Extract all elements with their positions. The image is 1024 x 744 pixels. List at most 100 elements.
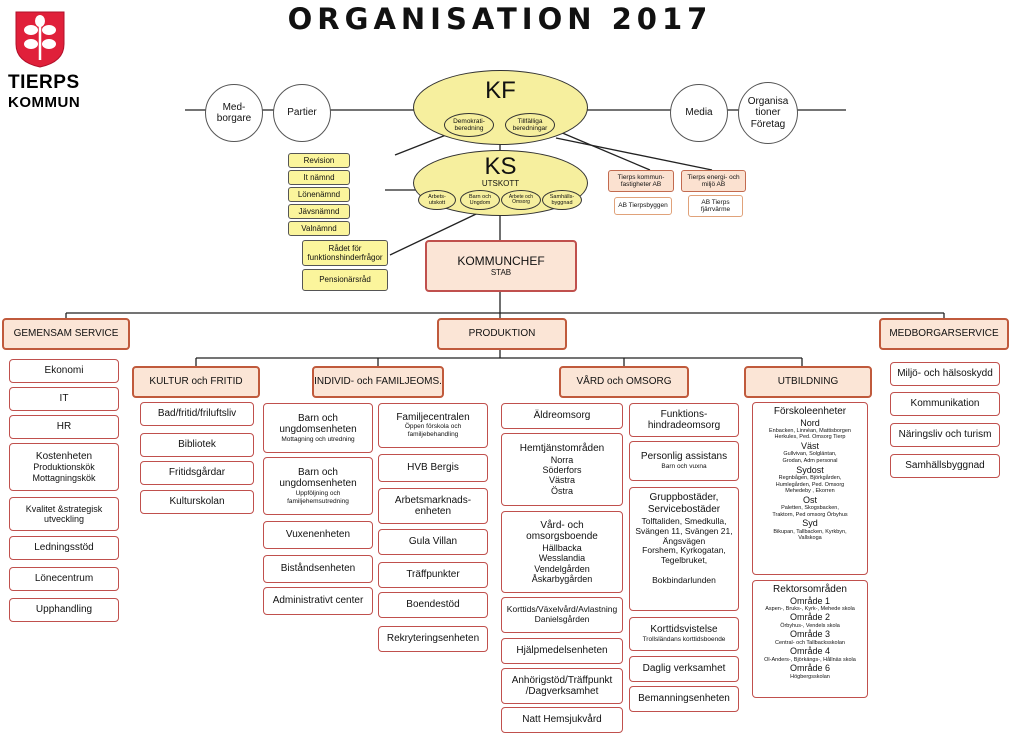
forskola-area-syd: Syd (802, 518, 818, 529)
vard-korttids: Korttids/Växelvård/Avlastning Danielsgår… (501, 597, 623, 633)
circle-media: Media (670, 84, 728, 142)
forskola-area-sydost: Sydost (796, 464, 824, 475)
individ-rekrytering: Rekryteringsenheten (378, 626, 488, 652)
kultur-bad: Bad/fritid/friluftsliv (140, 402, 254, 426)
vard-hemtjanst-sub: Norra Söderfors Västra Östra (542, 454, 582, 496)
gemensam-lonecentrum: Lönecentrum (9, 567, 119, 591)
rektor-title: Rektorsområden (773, 584, 847, 595)
individ-bistandsenheten: Biståndsenheten (263, 555, 373, 583)
forskola-title: Förskoleenheter (773, 406, 847, 417)
box-tierpsbyggen: AB Tierpsbyggen (614, 197, 672, 215)
vard-natt-hemsjukvard: Natt Hemsjukvård (501, 707, 623, 733)
gemensam-upphandling: Upphandling (9, 598, 119, 622)
circle-organisationer: Organisa tioner Företag (738, 82, 798, 144)
ks-barn: Barn och Ungdom (460, 190, 500, 210)
rektor-area-6-desc: Högbergsskolan (790, 673, 830, 680)
gemensam-kvalitet: Kvalitet &strategisk utveckling (9, 497, 119, 531)
vard-korttidsvistelse-title: Korttidsvistelse (650, 624, 718, 636)
individ-barn-uppfoljning: Barn och ungdomsenheten Uppföljning och … (263, 457, 373, 515)
individ-administrativt: Administrativt center (263, 587, 373, 615)
individ-hvb-bergis: HVB Bergis (378, 454, 488, 482)
gemensam-hr: HR (9, 415, 119, 439)
cat-kultur-fritid: KULTUR och FRITID (132, 366, 260, 398)
logo-line-1: TIERPS (8, 72, 80, 93)
ks-samhall: Samhälls- byggnad (542, 190, 582, 210)
coat-of-arms-icon (15, 11, 65, 68)
vard-aldreomsorg: Äldreomsorg (501, 403, 623, 429)
vard-hemtjanst: Hemtjänstområden Norra Söderfors Västra … (501, 433, 623, 506)
kf-ellipse: KF (413, 70, 588, 145)
rektor-area-1-desc: Aspen-, Bruks-, Kyrk-, Mehede skola (765, 605, 855, 612)
forskola-area-vast: Väst (800, 441, 819, 452)
rektor-area-2: Område 2 (789, 612, 831, 623)
box-fjarrvarme: AB Tierps fjärrvärme (688, 195, 743, 217)
individ-familjecentralen: Familjecentralen Öppen förskola och fami… (378, 403, 488, 448)
kommunchef-sub: STAB (490, 268, 512, 278)
kultur-fritidsgardar: Fritidsgårdar (140, 461, 254, 485)
circle-medborgare: Med- borgare (205, 84, 263, 142)
cat-utbildning: UTBILDNING (744, 366, 872, 398)
forskola-area-sydost-desc: Regnbågen, Björkgården, Humlegården, Ped… (775, 474, 845, 495)
gemensam-it: IT (9, 387, 119, 411)
kf-demokrati: Demokrati- beredning (444, 113, 494, 137)
gemensam-kostenheten-title: Kostenheten (35, 450, 93, 462)
utb-rektorsomraden: Rektorsområden Område 1 Aspen-, Bruks-, … (752, 580, 868, 698)
vard-daglig-verksamhet: Daglig verksamhet (629, 656, 739, 682)
rektor-area-6: Område 6 (789, 663, 831, 674)
cat-individ: INDIVID- och FAMILJEOMS. (312, 366, 444, 398)
forskola-area-vast-desc: Gullvivan, Solgläntan, Grodan, Adm perso… (782, 451, 838, 464)
vard-omsorgsboende-sub: Hällbacka Wesslandia Vendelgården Åskarb… (531, 542, 593, 584)
vard-hjalpmedel: Hjälpmedelsenheten (501, 638, 623, 664)
individ-barn-mottagning: Barn och ungdomsenheten Mottagning och u… (263, 403, 373, 453)
rektor-area-3: Område 3 (789, 629, 831, 640)
box-valnamnd: Valnämnd (288, 221, 350, 236)
individ-vuxenenheten: Vuxenenheten (263, 521, 373, 549)
medborg-miljo: Miljö- och hälsoskydd (890, 362, 1000, 386)
individ-barn-mottagning-sub: Mottagning och utredning (281, 435, 355, 443)
page-title: ORGANISATION 2017 (287, 2, 713, 36)
medborg-naringsliv: Näringsliv och turism (890, 423, 1000, 447)
vard-gruppbostader: Gruppbostäder, Servicebostäder Tolftalid… (629, 487, 739, 611)
box-it-namnd: It nämnd (288, 170, 350, 185)
box-revision: Revision (288, 153, 350, 168)
gemensam-kostenheten: Kostenheten Produktionskök Mottagningskö… (9, 443, 119, 491)
utb-forskoleenheter: Förskoleenheter Nord Enbacken, Linnéan, … (752, 402, 868, 575)
vard-funktionshindrade: Funktions- hindradeomsorg (629, 403, 739, 437)
box-tierps-kommunfastigheter: Tierps kommun- fastigheter AB (608, 170, 674, 192)
ks-sub: UTSKOTT (481, 179, 520, 188)
forskola-area-ost-desc: Paletten, Skogsbacken, Traktorn, Ped oms… (772, 505, 848, 518)
individ-barn-mottagning-title: Barn och ungdomsenheten (279, 412, 357, 436)
kultur-kulturskolan: Kulturskolan (140, 490, 254, 514)
gemensam-ledningsstod: Ledningsstöd (9, 536, 119, 560)
forskola-area-nord-desc: Enbacken, Linnéan, Mattisborgen Herkules… (769, 427, 851, 441)
kommunchef-box: KOMMUNCHEF STAB (425, 240, 577, 292)
box-javsnamnd: Jävsnämnd (288, 204, 350, 219)
medborg-kommunikation: Kommunikation (890, 392, 1000, 416)
box-tierps-energi: Tierps energi- och miljö AB (681, 170, 746, 192)
vard-hemtjanst-title: Hemtjänstområden (519, 443, 605, 455)
cat-gemensam-service: GEMENSAM SERVICE (2, 318, 130, 350)
ks-arbetsutskott: Arbets- utskott (418, 190, 456, 210)
logo-line-2: KOMMUN (8, 94, 81, 111)
rektor-area-2-desc: Örbyhus-, Vendels skola (780, 622, 840, 629)
box-lonenamnd: Lönenämnd (288, 187, 350, 202)
ks-label: KS (484, 153, 517, 180)
rektor-area-4: Område 4 (789, 646, 831, 657)
gemensam-ekonomi: Ekonomi (9, 359, 119, 383)
vard-korttidsvistelse-sub: Trollsländans korttidsboende (642, 635, 726, 643)
kultur-bibliotek: Bibliotek (140, 433, 254, 457)
vard-bemanningsenheten: Bemanningsenheten (629, 686, 739, 712)
medborg-samhallsbyggnad: Samhällsbyggnad (890, 454, 1000, 478)
box-pensionarsrad: Pensionärsråd (302, 269, 388, 291)
ks-arbete: Arbete och Omsorg (501, 190, 541, 210)
vard-korttidsvistelse: Korttidsvistelse Trollsländans korttidsb… (629, 617, 739, 651)
logo: TIERPS KOMMUN (8, 8, 80, 118)
rektor-area-3-desc: Central- och Tallbacksskolan (775, 639, 845, 646)
kommunchef-title: KOMMUNCHEF (457, 253, 545, 268)
vard-omsorgsboende-title: Vård- och omsorgsboende (526, 519, 598, 543)
forskola-area-ost: Ost (802, 494, 817, 505)
individ-familjecentralen-sub: Öppen förskola och familjebehandling (404, 423, 462, 439)
vard-gruppbostader-sub: Tolftaliden, Smedkulla, Svängen 11, Svän… (635, 516, 733, 585)
cat-produktion: PRODUKTION (437, 318, 567, 350)
individ-boendestod: Boendestöd (378, 592, 488, 618)
